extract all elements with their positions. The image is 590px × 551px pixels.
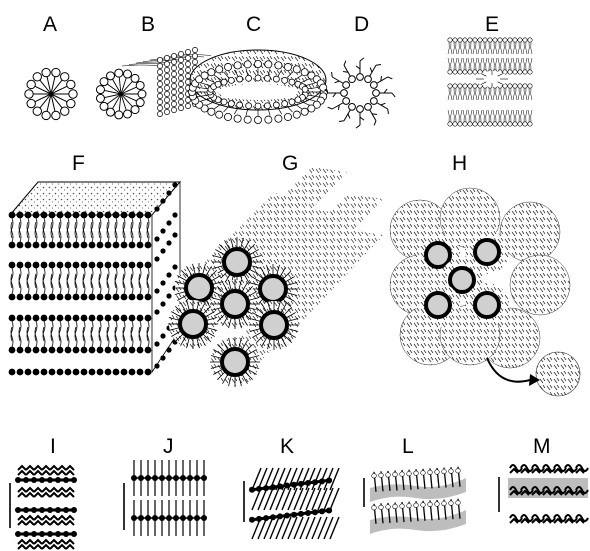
- surfactant-head: [123, 70, 131, 78]
- column-core: [222, 349, 248, 375]
- surfactant-head: [27, 99, 35, 107]
- surfactant-head: [42, 68, 50, 76]
- surfactant-head: [96, 94, 104, 102]
- micelle-core: [475, 293, 499, 317]
- phase-L: [364, 467, 466, 534]
- reverse-micelle: [325, 58, 395, 128]
- phase-K: [244, 468, 339, 539]
- bilayer-pore: [448, 38, 532, 126]
- surfactant-head: [52, 111, 60, 119]
- surfactant-head: [33, 73, 41, 81]
- surfactant-head: [123, 110, 131, 118]
- surfactant-head: [96, 86, 104, 94]
- spherical-micelle: [25, 68, 77, 119]
- surfactant-head: [138, 90, 146, 98]
- surfactant-tail: [51, 94, 67, 102]
- column-core: [180, 311, 206, 337]
- free-micelle: [536, 352, 580, 396]
- surfactant-head: [107, 72, 115, 80]
- surfactant-head: [107, 108, 115, 116]
- lamellar-stack: [9, 182, 180, 375]
- surfactant-head: [100, 78, 108, 86]
- column-core: [224, 249, 250, 275]
- hexagonal-columns: [168, 167, 384, 387]
- column-core: [222, 291, 248, 317]
- surfactant-head: [67, 99, 75, 107]
- surfactant-head: [131, 106, 139, 114]
- surfactant-tail: [35, 86, 51, 94]
- surfactant-head: [61, 107, 69, 115]
- surfactant-head: [27, 80, 35, 88]
- column-core: [186, 275, 212, 301]
- surfactant-head: [100, 102, 108, 110]
- surfactant-head: [67, 80, 75, 88]
- micelle-core: [426, 243, 450, 267]
- surfactant-head: [69, 90, 77, 98]
- surfactant-head: [136, 99, 144, 107]
- phase-M: [499, 465, 588, 523]
- micelle-core: [475, 240, 499, 264]
- phase-I: [10, 466, 77, 549]
- micelle-core: [426, 293, 450, 317]
- surfactant-tail: [35, 94, 51, 102]
- surfactant-head: [61, 73, 69, 81]
- column-core: [260, 276, 286, 302]
- column-core: [261, 312, 287, 338]
- vesicle-cutaway: [188, 50, 327, 124]
- surfactant-head: [52, 68, 60, 76]
- cubic-micellar: [390, 188, 580, 396]
- surfactant-head: [115, 111, 123, 119]
- micelle-core: [450, 268, 474, 292]
- surfactant-head: [115, 69, 123, 77]
- surfactant-head: [33, 107, 41, 115]
- phase-J: [124, 460, 207, 536]
- surfactant-head: [25, 90, 33, 98]
- surfactant-tail: [51, 86, 67, 94]
- surfactant-head: [42, 111, 50, 119]
- surfactant-head: [131, 74, 139, 82]
- surfactant-head: [136, 81, 144, 89]
